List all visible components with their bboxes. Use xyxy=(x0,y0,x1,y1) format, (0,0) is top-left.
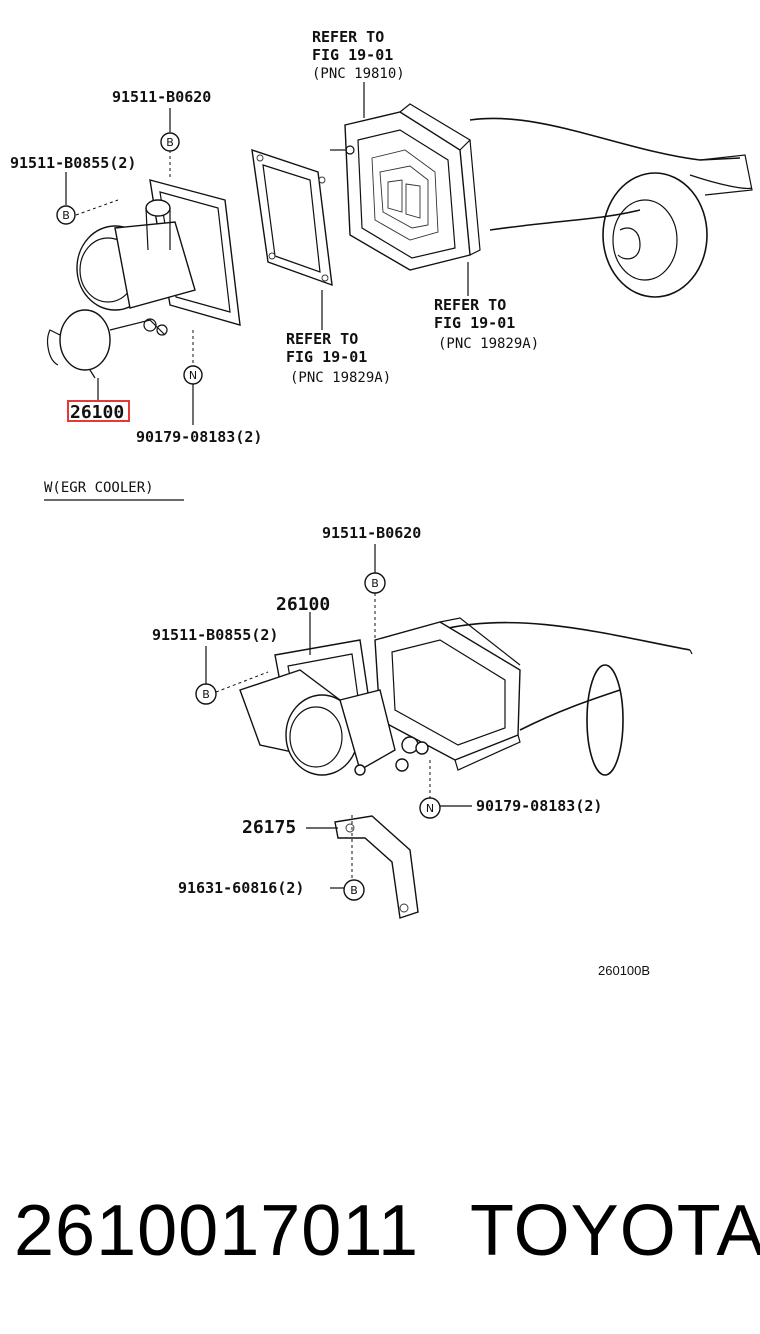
svg-text:B: B xyxy=(371,577,379,590)
bottom-leaders xyxy=(205,544,472,889)
svg-text:B: B xyxy=(202,688,210,701)
svg-text:B: B xyxy=(62,209,70,222)
marker-n-top: N xyxy=(183,365,203,385)
svg-text:FIG 19-01: FIG 19-01 xyxy=(434,314,515,332)
label-91631-60816[interactable]: 91631-60816(2) xyxy=(178,879,304,897)
svg-text:B: B xyxy=(350,884,358,897)
label-91511-b0620-bottom[interactable]: 91511-B0620 xyxy=(322,524,421,542)
part-number: 2610017011 xyxy=(14,1191,420,1271)
svg-text:B: B xyxy=(166,136,174,149)
marker-b-bottom-2: B xyxy=(195,683,217,705)
label-refer-19829a-right: REFER TO FIG 19-01 (PNC 19829A) xyxy=(434,296,539,352)
svg-text:(PNC 19810): (PNC 19810) xyxy=(312,66,405,82)
highlight-box-26100 xyxy=(67,400,130,422)
marker-b-top-1: B xyxy=(160,132,180,152)
svg-text:REFER TO: REFER TO xyxy=(434,296,506,314)
brand-name: TOYOTA xyxy=(470,1191,760,1271)
label-91511-b0620-top[interactable]: 91511-B0620 xyxy=(112,88,211,106)
figure-code: 260100B xyxy=(598,963,650,978)
svg-text:N: N xyxy=(426,802,434,815)
top-assembly-drawing xyxy=(47,103,753,379)
footer: 2610017011 TOYOTA xyxy=(0,1190,760,1280)
label-91511-b0855-top[interactable]: 91511-B0855(2) xyxy=(10,154,136,172)
variant-label: W(EGR COOLER) xyxy=(44,480,154,496)
label-91511-b0855-bottom[interactable]: 91511-B0855(2) xyxy=(152,626,278,644)
svg-text:FIG 19-01: FIG 19-01 xyxy=(312,46,393,64)
svg-text:N: N xyxy=(189,369,197,382)
label-refer-19810: REFER TO FIG 19-01 (PNC 19810) xyxy=(312,28,405,82)
label-90179-08183-top[interactable]: 90179-08183(2) xyxy=(136,428,262,446)
svg-text:REFER TO: REFER TO xyxy=(312,28,384,46)
label-26100-bottom[interactable]: 26100 xyxy=(276,594,330,615)
svg-text:FIG 19-01: FIG 19-01 xyxy=(286,348,367,366)
label-26100-highlighted[interactable]: 26100 xyxy=(70,402,124,423)
label-26175[interactable]: 26175 xyxy=(242,817,296,838)
marker-b-top-2: B xyxy=(56,205,76,225)
svg-text:(PNC 19829A): (PNC 19829A) xyxy=(290,370,391,386)
marker-b-bottom-1: B xyxy=(364,572,386,594)
label-90179-08183-bottom[interactable]: 90179-08183(2) xyxy=(476,797,602,815)
svg-text:REFER TO: REFER TO xyxy=(286,330,358,348)
svg-text:(PNC 19829A): (PNC 19829A) xyxy=(438,336,539,352)
label-refer-19829a-center: REFER TO FIG 19-01 (PNC 19829A) xyxy=(286,330,391,386)
bottom-assembly-drawing xyxy=(239,617,693,919)
top-leaders xyxy=(65,82,469,425)
marker-b-bottom-3: B xyxy=(343,879,365,901)
marker-n-bottom: N xyxy=(419,797,441,819)
